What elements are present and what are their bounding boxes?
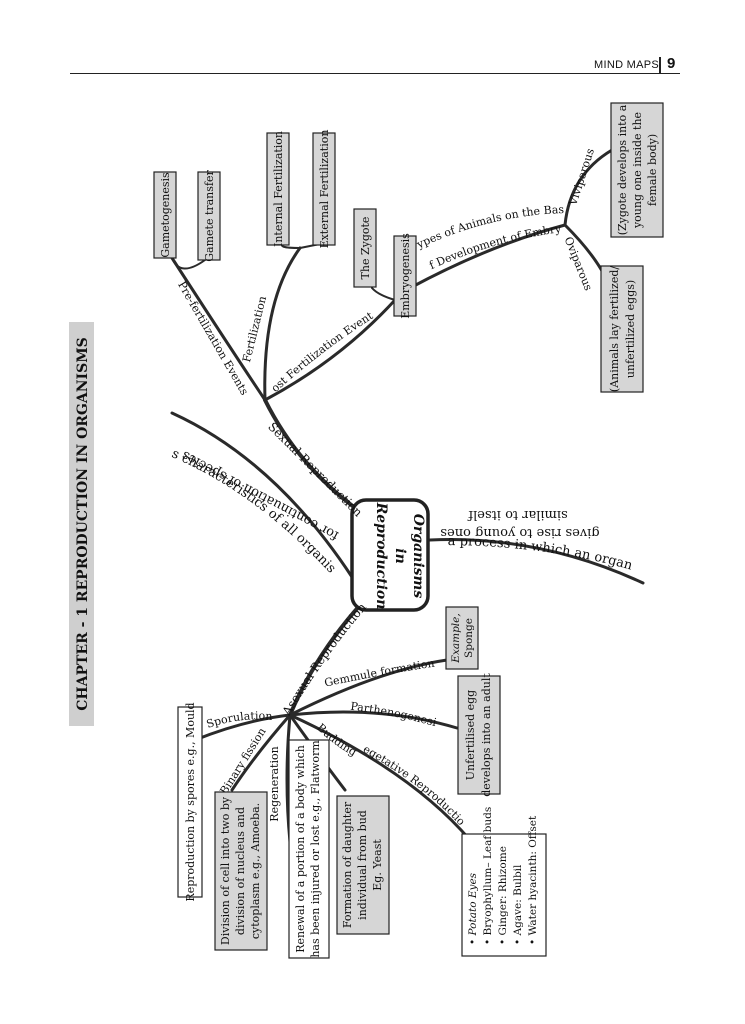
line-vegetative xyxy=(288,713,472,842)
sporulation-label: Sporulation xyxy=(205,709,273,731)
asexual-branches xyxy=(193,658,472,844)
oviparous-box: (Animals lay fertilized/ unfertilized eg… xyxy=(600,265,644,393)
svg-text:Internal Fertilization: Internal Fertilization xyxy=(272,131,285,247)
svg-text:It is characteristics of all o: It is characteristics of all organisms xyxy=(0,0,339,576)
parthenogenesis-label: Parthenogenesis xyxy=(0,0,438,729)
line-sporulation xyxy=(193,713,292,742)
svg-text:Gamete transfer: Gamete transfer xyxy=(203,170,216,262)
line-gemmule xyxy=(288,658,449,717)
chapter-title: CHAPTER - 1 REPRODUCTION IN ORGANISMS xyxy=(75,337,91,711)
zygote-box: The Zygote xyxy=(353,208,377,288)
svg-text:Sporulation: Sporulation xyxy=(205,709,273,731)
line-fertilization xyxy=(263,246,302,402)
vegetative-item-4: • Water hyacinth: Offset xyxy=(527,815,539,945)
svg-text:(Animals lay fertilized/: (Animals lay fertilized/ xyxy=(608,266,621,392)
svg-text:(Zygote develops into a: (Zygote develops into a xyxy=(616,104,629,235)
svg-text:young one inside the: young one inside the xyxy=(631,112,644,229)
vegetative-box: • Potato Eyes • Bryophyllum– Leaf buds •… xyxy=(461,807,547,957)
svg-text:Reproduction by spores e.g., M: Reproduction by spores e.g., Mould xyxy=(184,702,197,901)
header-separator xyxy=(659,57,661,73)
svg-text:Formation of daughter: Formation of daughter xyxy=(341,801,354,928)
characteristic-line1: It is characteristics of all organisms xyxy=(0,0,339,576)
line-embryo-types xyxy=(408,223,567,290)
svg-text:unfertilized eggs): unfertilized eggs) xyxy=(624,280,637,378)
header-rule xyxy=(70,73,680,74)
line-parthenogenesis xyxy=(288,710,459,730)
svg-text:Renewal of a portion of a body: Renewal of a portion of a body which xyxy=(294,745,307,953)
binary-fission-box: Division of cell into two by division of… xyxy=(214,791,268,951)
line-sexual xyxy=(263,398,367,517)
svg-text:Unfertilised egg: Unfertilised egg xyxy=(464,690,477,780)
svg-text:It is a process in which an or: It is a process in which an organism xyxy=(0,0,635,574)
line-viviparous xyxy=(563,148,614,227)
page-number: 9 xyxy=(667,55,676,72)
vegetative-item-3: • Agave: Bulbil xyxy=(512,864,524,945)
gemmule-box: Example, Sponge xyxy=(445,606,479,670)
svg-text:The Zygote: The Zygote xyxy=(359,217,372,280)
center-line2: in xyxy=(392,548,408,564)
svg-text:Gemmule formation: Gemmule formation xyxy=(323,657,435,690)
pre-fertilization-label: Pre-fertilization Events xyxy=(175,279,251,398)
svg-text:has been injured or lost e.g.,: has been injured or lost e.g., Flatworm xyxy=(309,740,322,958)
external-fertilization-box: External Fertilization xyxy=(312,130,336,249)
svg-text:develops into an adult: develops into an adult xyxy=(480,673,493,797)
svg-text:Eg. Yeast: Eg. Yeast xyxy=(371,839,384,891)
internal-fertilization-box: Internal Fertilization xyxy=(266,131,290,247)
viviparous-label: Viviparous xyxy=(566,146,597,208)
svg-text:Parthenogenesis: Parthenogenesis xyxy=(0,0,438,729)
svg-text:individual from bud: individual from bud xyxy=(356,810,369,920)
line-characteristics xyxy=(170,411,354,579)
center-node: Reproduction in Organisms xyxy=(350,498,430,612)
gemmule-label: Gemmule formation xyxy=(323,657,435,690)
svg-text:External Fertilization: External Fertilization xyxy=(318,130,331,249)
regeneration-label: Regeneration xyxy=(268,746,281,821)
definition-labels: It is characteristics of all organisms f… xyxy=(0,0,635,576)
vegetative-item-1: • Bryophyllum– Leaf buds xyxy=(482,807,494,945)
svg-text:Gametogenesis: Gametogenesis xyxy=(159,172,172,258)
svg-text:Sponge: Sponge xyxy=(463,618,475,658)
embryogenesis-box: Embryogenesis xyxy=(393,233,417,319)
vegetative-item-2: • Ginger: Rhizome xyxy=(497,846,509,945)
trunk-lines xyxy=(170,398,645,717)
svg-text:Division of cell into two by: Division of cell into two by xyxy=(219,796,232,945)
svg-text:cytoplasm e.g., Amoeba.: cytoplasm e.g., Amoeba. xyxy=(249,803,262,939)
line-process xyxy=(428,538,645,585)
process-line1: It is a process in which an organism xyxy=(0,0,635,574)
sexual-boxes: Gametogenesis Gamete transfer Internal F… xyxy=(153,102,664,393)
budding-box: Formation of daughter individual from bu… xyxy=(336,795,390,935)
line-post-fertilization xyxy=(263,298,397,402)
sexual-branches xyxy=(170,148,614,402)
regeneration-box: Renewal of a portion of a body which has… xyxy=(288,739,330,959)
sporulation-box: Reproduction by spores e.g., Mould xyxy=(177,702,203,902)
line-asexual xyxy=(288,601,364,717)
center-line1: Reproduction xyxy=(373,502,389,610)
vegetative-item-0: • Potato Eyes xyxy=(467,872,479,945)
svg-text:division of nucleus and: division of nucleus and xyxy=(234,807,247,935)
svg-text:Embryogenesis: Embryogenesis xyxy=(399,233,412,319)
oviparous-label: Oviparous xyxy=(562,235,596,293)
center-line3: Organisms xyxy=(410,514,426,599)
line-binary-fission xyxy=(230,713,292,792)
binary-fission-label: Binary fission xyxy=(217,725,268,796)
process-line3: similar to itself xyxy=(467,507,568,522)
asexual-boxes: Reproduction by spores e.g., Mould Divis… xyxy=(177,606,547,959)
header-section-title: MIND MAPS xyxy=(594,59,660,71)
chapter-banner: CHAPTER - 1 REPRODUCTION IN ORGANISMS xyxy=(69,322,94,726)
process-line2: gives rise to young ones xyxy=(440,525,599,540)
svg-text:Example,: Example, xyxy=(450,613,462,663)
svg-text:female body): female body) xyxy=(646,134,659,206)
line-pre-fertilization xyxy=(170,256,267,402)
viviparous-box: (Zygote develops into a young one inside… xyxy=(610,102,664,238)
parthenogenesis-box: Unfertilised egg develops into an adult xyxy=(457,673,501,797)
page-header: MIND MAPS 9 xyxy=(0,0,745,80)
gamete-transfer-box: Gamete transfer xyxy=(197,170,221,262)
gametogenesis-box: Gametogenesis xyxy=(153,171,177,259)
